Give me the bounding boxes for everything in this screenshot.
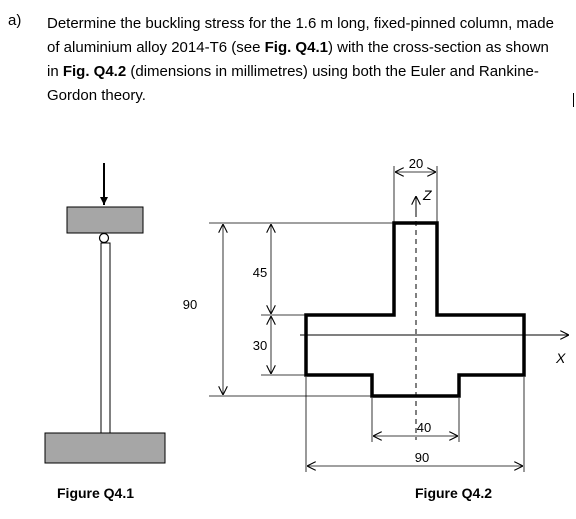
section-outline xyxy=(304,221,526,398)
question-text: Determine the buckling stress for the 1.… xyxy=(47,15,554,104)
figure-q42-section: Z X 20 90 45 30 40 90 xyxy=(183,156,569,472)
dim-middle-height-label: 30 xyxy=(253,338,267,353)
text-cursor xyxy=(573,93,574,107)
fig-ref-q42: Fig. Q4.2 xyxy=(62,63,127,80)
dim-top-width-label: 20 xyxy=(409,156,423,171)
dim-upper-height-label: 45 xyxy=(253,265,267,280)
caption-figure-q42: Figure Q4.2 xyxy=(415,485,493,501)
question-label: a) xyxy=(8,12,22,29)
figure-q41-column xyxy=(44,163,166,464)
dim-bottom-width-label: 40 xyxy=(417,420,431,435)
fig-ref-q41: Fig. Q4.1 xyxy=(264,39,328,56)
z-axis-label: Z xyxy=(422,187,432,203)
x-axis-label: X xyxy=(555,350,566,366)
dim-total-width-label: 90 xyxy=(415,450,429,465)
dim-total-height-label: 90 xyxy=(183,297,197,312)
top-support-block xyxy=(66,206,144,234)
fixed-base-block xyxy=(44,432,166,464)
caption-figure-q41: Figure Q4.1 xyxy=(57,485,135,501)
column-member xyxy=(100,242,111,434)
pin-joint xyxy=(98,232,110,244)
